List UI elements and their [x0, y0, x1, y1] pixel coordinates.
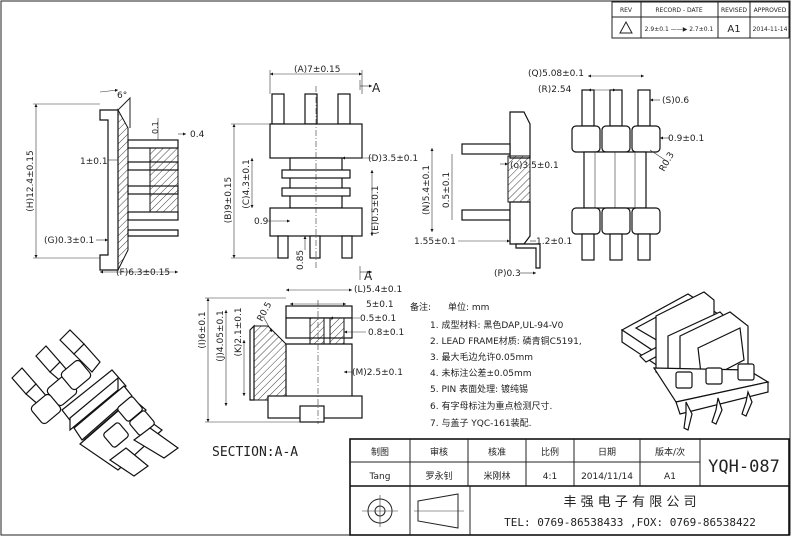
dim-0-5-side: 0.5±0.1: [442, 172, 452, 208]
notes-header: 备注:: [410, 301, 431, 313]
revision-triangle-icon: [619, 20, 633, 34]
value-approve: 米刚林: [483, 470, 510, 482]
dim-1-55: 1.55±0.1: [414, 237, 456, 247]
company-contact: TEL: 0769-86538433 ,FOX: 0769-86538422: [504, 516, 756, 529]
header-review: 审核: [430, 446, 448, 458]
notes-unit: 单位: mm: [448, 301, 489, 313]
note-6: 6. 有字母标注为重点检测尺寸.: [430, 400, 552, 412]
value-draw: Tang: [369, 472, 391, 482]
dim-H: (H)12.4±0.15: [26, 150, 36, 211]
dim-0-9-bottom: 0.9±0.1: [668, 134, 704, 144]
header-draw: 制图: [371, 446, 389, 458]
record-date-header: RECORD - DATE: [655, 7, 702, 14]
company-name: 丰 强 电 子 有 限 公 司: [564, 495, 697, 510]
dim-J: (J)4.05±0.1: [216, 310, 226, 362]
dim-0-9-front: 0.9: [254, 217, 269, 227]
dim-o: (o)3.5±0.1: [510, 161, 559, 171]
bottom-view: (Q)5.08±0.1 (R)2.54 (S)0.6 0.9±0.1 R0.3: [528, 69, 704, 261]
dim-G: (G)0.3±0.1: [44, 236, 94, 246]
dim-B: (B)9±0.15: [224, 177, 234, 224]
dim-R: (R)2.54: [538, 85, 572, 95]
note-7: 7. 与盖子 YQC-161装配.: [430, 417, 531, 429]
dim-P: (P)0.3: [494, 269, 521, 279]
header-scale: 比例: [541, 446, 559, 458]
projection-cone-icon: [417, 493, 459, 529]
note-2: 2. LEAD FRAME材质: 磷青铜C5191,: [430, 335, 582, 347]
revised-value: A1: [727, 24, 740, 35]
note-4: 4. 未标注公差±0.05mm: [430, 367, 532, 379]
header-version: 版本/次: [655, 446, 685, 458]
dim-0-4: 0.4: [190, 130, 205, 140]
note-5: 5. PIN 表面处理: 镀纯锡: [430, 383, 528, 395]
dim-A: (A)7±0.15: [294, 65, 341, 75]
right-side-view: (N)5.4±0.1 0.5±0.1 (o)3.5±0.1 1.55±0.1 1…: [414, 111, 572, 279]
note-3: 3. 最大毛边允许0.05mm: [430, 351, 533, 363]
record-value: 2.9±0.1 ——▶ 2.7±0.1: [645, 26, 714, 33]
dim-Q: (Q)5.08±0.1: [528, 69, 584, 79]
part-number: YQH-087: [708, 457, 780, 477]
value-scale: 4:1: [543, 472, 557, 482]
dim-C: (C)4.3±0.1: [242, 159, 252, 208]
dim-F: (F)6.3±0.15: [116, 268, 170, 278]
angle-label: 6°: [117, 91, 127, 101]
dim-1-2: 1.2±0.1: [536, 237, 572, 247]
dim-0-8: 0.8±0.1: [368, 328, 404, 338]
value-date: 2014/11/14: [581, 472, 633, 482]
revision-table: REV RECORD - DATE REVISED APPROVED 2.9±0…: [611, 1, 790, 39]
dim-0-85: 0.85: [296, 250, 306, 270]
approved-value: 2014-11-14: [753, 26, 788, 33]
dim-N: (N)5.4±0.1: [422, 165, 432, 215]
value-version: A1: [664, 472, 676, 482]
dim-K: (K)2.1±0.1: [234, 307, 244, 356]
isometric-view-left: [11, 329, 180, 477]
section-mark-top: A: [372, 81, 381, 95]
approved-header: APPROVED: [754, 7, 787, 14]
rev-header: REV: [620, 7, 633, 14]
dim-L: (L)5.4±0.1: [354, 285, 402, 295]
isometric-view-right: [620, 291, 770, 431]
dim-0-5-section: 0.5±0.1: [360, 314, 396, 324]
notes: 备注: 单位: mm 1. 成型材料: 黑色DAP,UL-94-V0 2. LE…: [410, 301, 582, 429]
revised-header: REVISED: [721, 7, 747, 14]
dim-I: (I)6±0.1: [198, 311, 208, 348]
dim-S: (S)0.6: [662, 96, 689, 106]
title-block: 制图 审核 核准 比例 日期 版本/次 Tang 罗永钊 米刚林 4:1 201…: [349, 438, 790, 536]
dim-M: (M)2.5±0.1: [352, 368, 403, 378]
dim-5: 5±0.1: [366, 300, 394, 310]
header-date: 日期: [598, 447, 616, 458]
section-mark-bottom: A: [364, 269, 373, 283]
side-view: 6° (H)12.4±0.15 0.1 0.4 1±0.1 (G)0.3±0.1…: [26, 88, 205, 278]
dim-1: 1±0.1: [80, 157, 108, 167]
section-view: (L)5.4±0.1 5±0.1 0.5±0.1 0.8±0.1 (M)2.5±…: [198, 285, 404, 460]
section-title: SECTION:A-A: [212, 445, 298, 460]
note-1: 1. 成型材料: 黑色DAP,UL-94-V0: [430, 319, 564, 331]
front-view: (A)7±0.15 A A (B)9±0.15 (C)4.3±0.1 (D)3.…: [224, 65, 418, 283]
value-review: 罗永钊: [425, 470, 452, 482]
dim-E: (E)0.5±0.1: [371, 186, 381, 235]
dim-D: (D)3.5±0.1: [368, 154, 418, 164]
header-approve: 核准: [488, 446, 506, 458]
dim-R0-3: R0.3: [658, 151, 677, 174]
dim-0-1: 0.1: [151, 121, 160, 134]
